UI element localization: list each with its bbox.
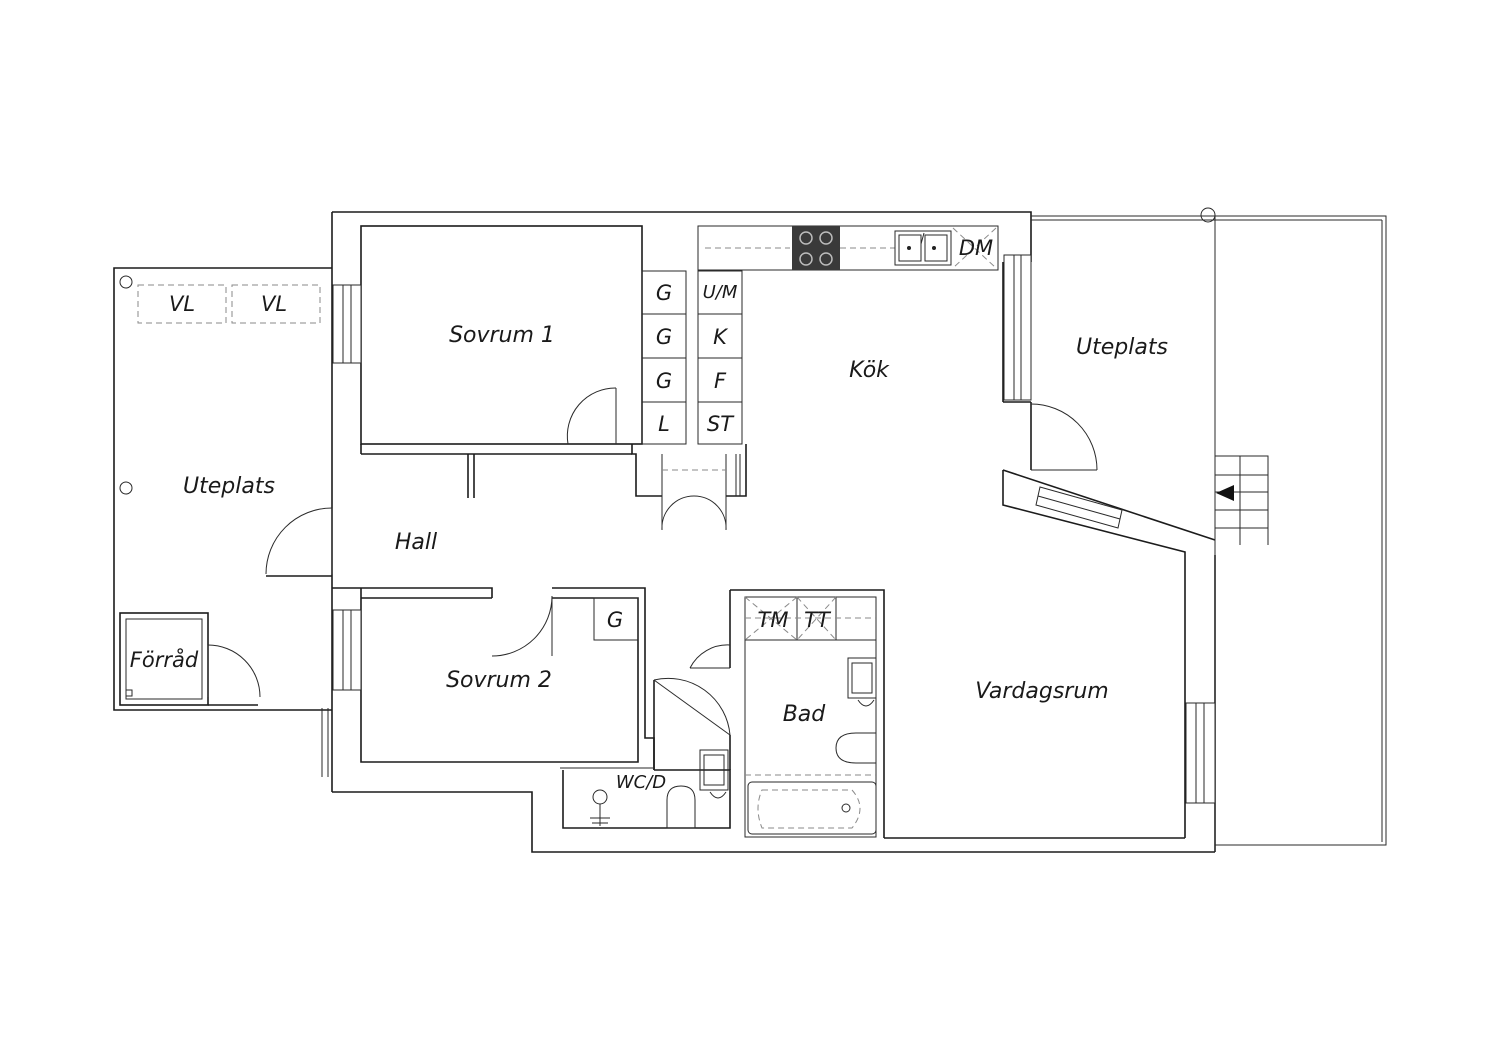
- label-wc: WC/D: [616, 772, 666, 793]
- label-uteplats-left: Uteplats: [183, 474, 275, 499]
- entrance-arrow-icon: [1216, 485, 1234, 501]
- label-g-2: G: [656, 325, 672, 349]
- toilet-icon: [835, 732, 877, 764]
- shower-icon: [590, 789, 610, 826]
- label-tt: TT: [804, 608, 832, 632]
- wc-sink-icon: [699, 749, 729, 799]
- label-bad: Bad: [783, 702, 827, 727]
- bathtub-icon: [744, 781, 877, 835]
- sink-icon: [894, 230, 952, 266]
- label-uteplats-right: Uteplats: [1076, 335, 1168, 360]
- stove-icon: [792, 226, 840, 270]
- label-vardagsrum: Vardagsrum: [975, 679, 1108, 704]
- label-hall: Hall: [395, 530, 437, 555]
- label-tm: TM: [758, 608, 789, 632]
- room-labels: Sovrum 1 Sovrum 2 Kök Hall Vardagsrum Ba…: [130, 323, 1168, 793]
- label-um: U/M: [703, 282, 738, 303]
- label-dm: DM: [959, 236, 993, 260]
- label-st: ST: [707, 412, 735, 436]
- label-f: F: [714, 369, 727, 393]
- fixture-labels: VL VL G G G L U/M K F ST DM TM TT G: [169, 236, 993, 632]
- label-g-1: G: [656, 281, 672, 305]
- bathroom-sink-icon: [847, 657, 877, 707]
- doors: [265, 387, 1098, 736]
- label-kok: Kök: [849, 358, 890, 383]
- wc-toilet-icon: [666, 785, 696, 829]
- label-sovrum-1: Sovrum 1: [449, 323, 555, 348]
- label-vl-1: VL: [169, 292, 195, 316]
- label-forrad: Förråd: [130, 647, 199, 672]
- label-g-sovrum-2: G: [607, 608, 623, 632]
- label-l: L: [658, 412, 670, 436]
- windows: [332, 254, 1216, 804]
- label-vl-2: VL: [261, 292, 287, 316]
- label-g-3: G: [656, 369, 672, 393]
- terrace-left: [113, 267, 332, 777]
- washer-icon: [744, 596, 837, 641]
- label-k: K: [713, 325, 729, 349]
- interior-walls: [332, 225, 1185, 839]
- label-sovrum-2: Sovrum 2: [446, 668, 552, 693]
- exterior-walls: [331, 211, 1216, 853]
